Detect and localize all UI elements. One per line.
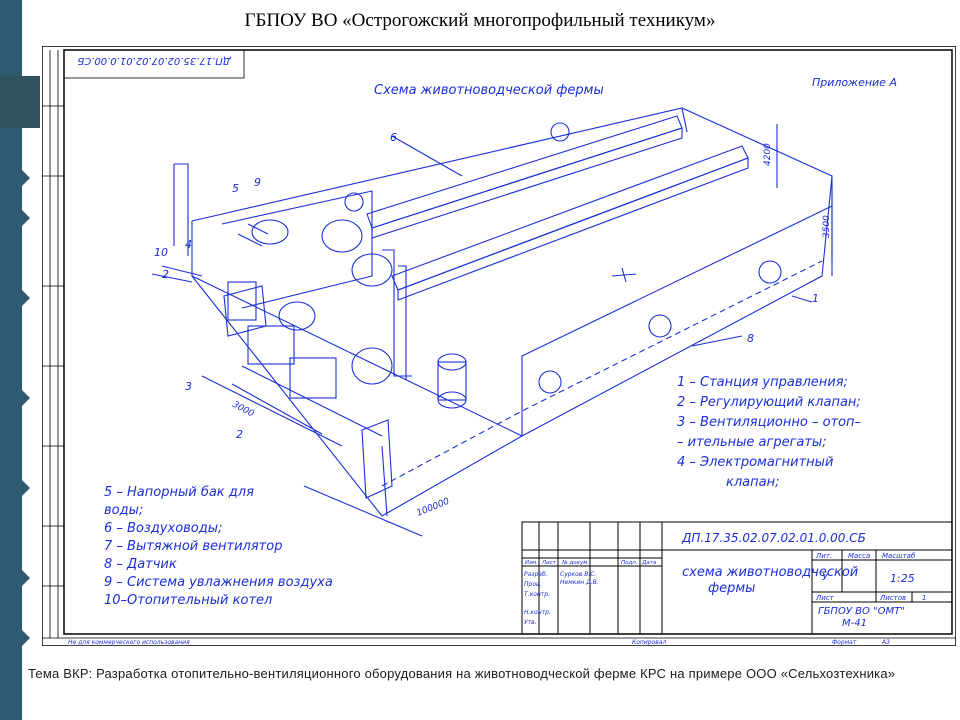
farm-schematic	[151, 107, 833, 537]
legend-item-10: 10–Отопительный котел	[104, 593, 272, 608]
role-razrab: Разраб.	[524, 571, 548, 578]
dim-3500: 3500	[822, 215, 832, 238]
org-line-2: М-41	[842, 618, 867, 629]
callout-4: 4	[185, 238, 192, 251]
legend-right: 1 – Станция управления; 2 – Регулирующий…	[677, 375, 861, 490]
left-note: Не для коммерческого использования	[68, 639, 190, 646]
role-prov: Пров.	[524, 581, 542, 588]
drawing-sheet: ДП.17.35.02.07.02.01.0.00.СБ Схема живот…	[41, 45, 957, 647]
drawing-title: Схема животноводческой фермы	[374, 83, 604, 98]
col-izm: Изм.	[525, 560, 538, 566]
appendix-label: Приложение А	[812, 76, 897, 89]
col-date: Дата	[641, 560, 657, 566]
col-doc: № докум.	[561, 560, 589, 566]
left-decor-block	[0, 76, 40, 128]
callout-9: 9	[254, 176, 261, 189]
callout-2b: 2	[236, 428, 243, 441]
mass-header: Масса	[848, 552, 870, 560]
callout-1: 1	[812, 292, 819, 305]
copied-label: Копировал	[632, 639, 666, 646]
legend-item-7: 7 – Вытяжной вентилятор	[104, 539, 282, 554]
person-2: Немкин Д.В.	[560, 579, 599, 586]
sheets-label: Листов	[879, 594, 906, 602]
callout-6: 6	[390, 131, 397, 144]
legend-item-3a: 3 – Вентиляционно – отоп–	[677, 415, 861, 430]
scale-header: Масштаб	[882, 552, 916, 560]
org-line-1: ГБПОУ ВО "ОМТ"	[818, 606, 905, 617]
legend-item-8: 8 – Датчик	[104, 557, 177, 572]
legend-item-5b: воды;	[104, 503, 143, 518]
legend-item-2: 2 – Регулирующий клапан;	[677, 395, 861, 410]
callout-2a: 2	[162, 268, 169, 281]
callout-3: 3	[185, 380, 192, 393]
callout-8: 8	[747, 332, 754, 345]
legend-item-3b: – ительные агрегаты;	[677, 435, 827, 450]
decor-arrows	[22, 170, 30, 646]
left-stamp-grid	[42, 50, 64, 638]
title-block-name-1: схема животноводческой	[682, 565, 858, 580]
legend-item-4a: 4 – Электромагнитный	[677, 455, 833, 470]
page-title: ГБПОУ ВО «Острогожский многопрофильный т…	[244, 10, 716, 31]
rotated-doc-code: ДП.17.35.02.07.02.01.0.00.СБ	[77, 55, 231, 66]
drawing-svg: ДП.17.35.02.07.02.01.0.00.СБ Схема живот…	[41, 45, 957, 647]
legend-item-1: 1 – Станция управления;	[677, 375, 848, 390]
title-block-doc-code: ДП.17.35.02.07.02.01.0.00.СБ	[681, 531, 866, 545]
stage-value: У	[822, 572, 829, 583]
title-block-name-2: фермы	[708, 581, 755, 596]
format-label: Формат	[832, 639, 857, 646]
col-list: Лист	[541, 560, 557, 566]
legend-item-4b: клапан;	[726, 475, 779, 490]
format-value: А3	[881, 639, 890, 646]
callout-5: 5	[232, 182, 239, 195]
legend-item-5a: 5 – Напорный бак для	[104, 485, 254, 500]
dim-4200: 4200	[763, 143, 773, 166]
legend-item-9: 9 – Система увлажнения воздуха	[104, 575, 333, 590]
sheets-value: 1	[922, 594, 926, 602]
stage-header: Лит.	[815, 552, 832, 560]
sheet-label: Лист	[815, 594, 835, 602]
col-sign: Подп.	[621, 560, 638, 566]
scale-value: 1:25	[890, 572, 915, 585]
person-1: Сурков В.С.	[560, 571, 597, 578]
callout-10: 10	[154, 246, 168, 259]
role-utv: Утв.	[524, 619, 537, 626]
role-nkontr: Н.контр.	[524, 609, 551, 616]
left-decor-bar	[0, 0, 22, 720]
topic-caption: Тема ВКР: Разработка отопительно-вентиля…	[28, 666, 896, 681]
role-tkontr: Т.контр.	[524, 591, 550, 598]
title-block-grid	[521, 521, 953, 635]
legend-left: 5 – Напорный бак для воды; 6 – Воздухово…	[104, 485, 333, 608]
legend-item-6: 6 – Воздуховоды;	[104, 521, 222, 536]
